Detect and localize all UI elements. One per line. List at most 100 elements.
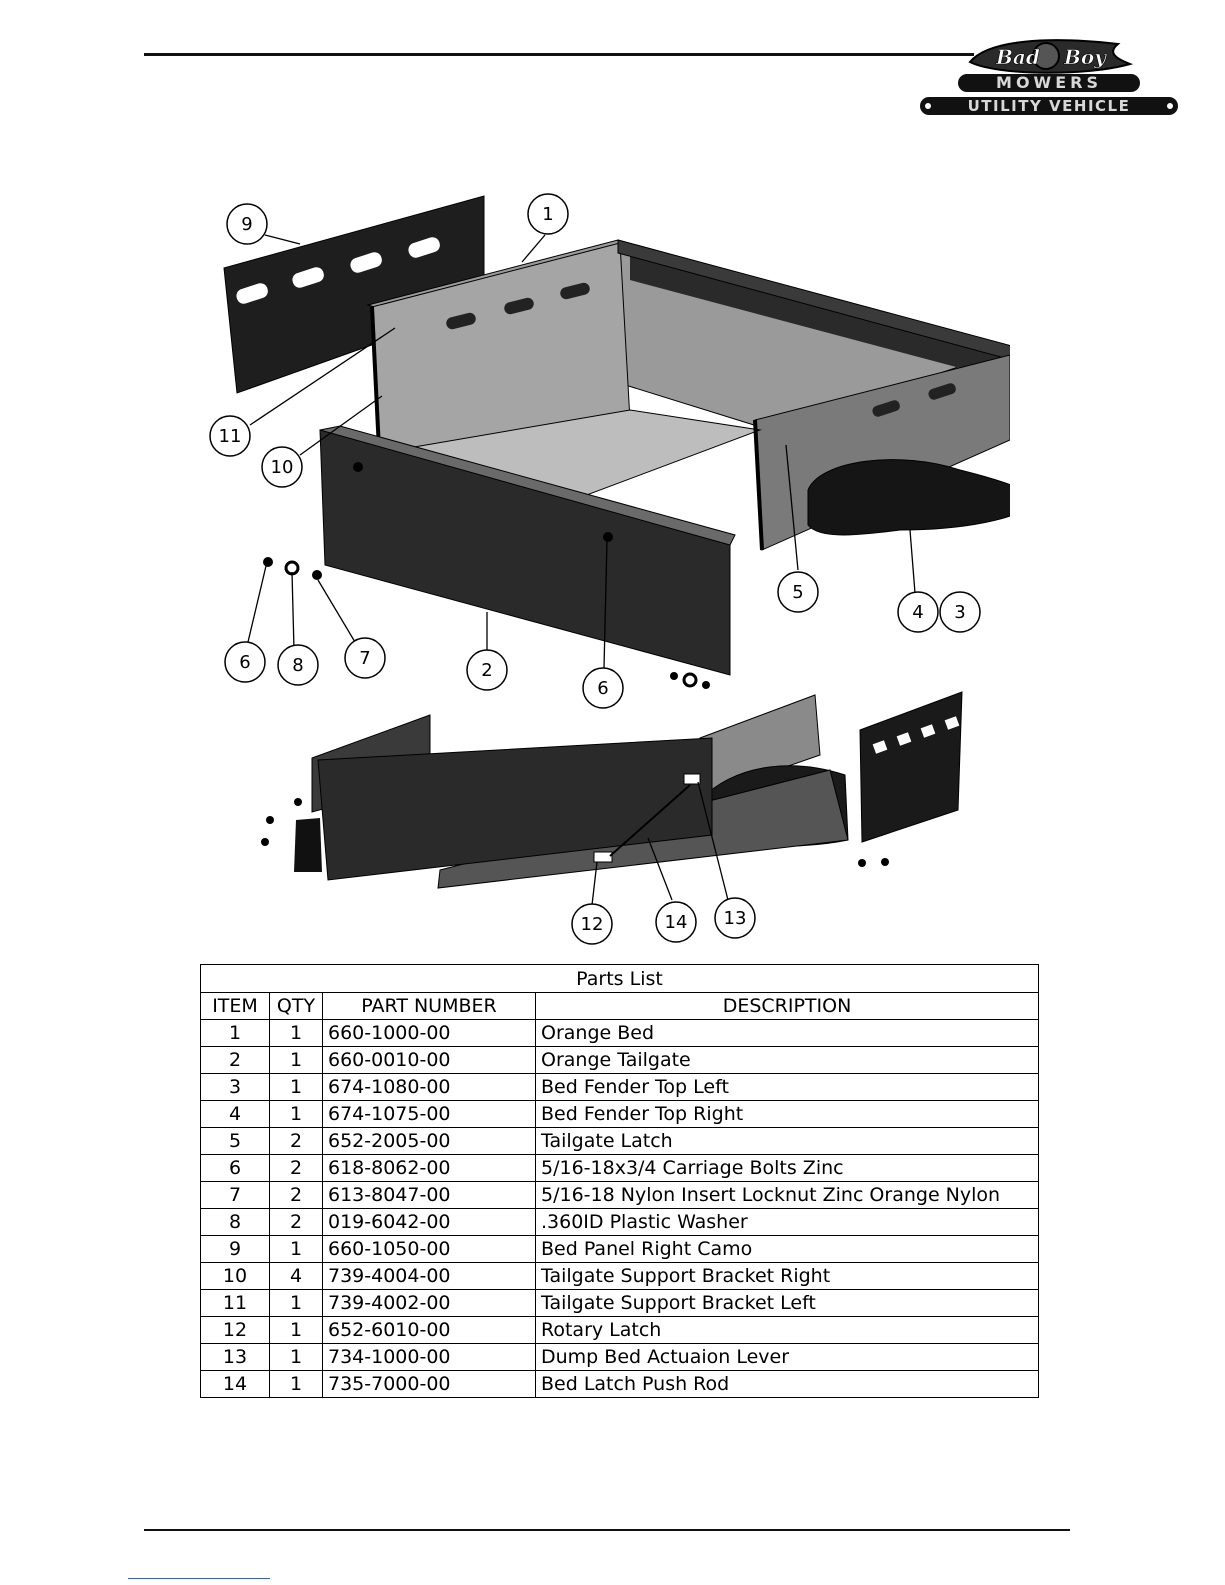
balloon-7: 7 <box>344 637 386 679</box>
item-cell: 2 <box>200 1046 270 1074</box>
balloon-2: 2 <box>466 649 508 691</box>
svg-text:6: 6 <box>239 652 250 673</box>
parts-list-title: Parts List <box>200 964 1039 993</box>
qty-cell: 1 <box>269 1343 323 1371</box>
svg-text:12: 12 <box>581 914 604 935</box>
balloon-14: 14 <box>655 901 697 943</box>
description-cell: Bed Panel Right Camo <box>535 1235 1039 1263</box>
description-cell: Rotary Latch <box>535 1316 1039 1344</box>
balloon-9: 9 <box>226 203 268 245</box>
part-number-cell: 660-1000-00 <box>322 1019 536 1047</box>
brand-logo: Bad Boy MOWERS UTILITY VEHICLE <box>920 39 1178 115</box>
svg-text:MOWERS: MOWERS <box>996 73 1102 92</box>
description-cell: Tailgate Support Bracket Right <box>535 1262 1039 1290</box>
item-cell: 10 <box>200 1262 270 1290</box>
svg-text:8: 8 <box>292 655 303 676</box>
balloon-10: 10 <box>261 446 303 488</box>
description-cell: .360ID Plastic Washer <box>535 1208 1039 1236</box>
item-cell: 4 <box>200 1100 270 1128</box>
balloon-5: 5 <box>777 571 819 613</box>
parts-list-header-row: ITEM QTY PART NUMBER DESCRIPTION <box>200 992 1039 1020</box>
item-cell: 13 <box>200 1343 270 1371</box>
svg-text:6: 6 <box>597 678 608 699</box>
part-number-cell: 660-1050-00 <box>322 1235 536 1263</box>
part-number-cell: 739-4002-00 <box>322 1289 536 1317</box>
qty-cell: 1 <box>269 1100 323 1128</box>
qty-cell: 1 <box>269 1370 323 1398</box>
description-cell: Dump Bed Actuaion Lever <box>535 1343 1039 1371</box>
parts-list-table: Parts List ITEM QTY PART NUMBER DESCRIPT… <box>200 964 1039 1398</box>
orange-tailgate-part <box>319 425 736 676</box>
part-number-cell: 618-8062-00 <box>322 1154 536 1182</box>
item-cell: 12 <box>200 1316 270 1344</box>
svg-text:11: 11 <box>219 426 242 447</box>
balloon-4: 4 <box>897 591 939 633</box>
svg-text:9: 9 <box>241 214 252 235</box>
item-cell: 1 <box>200 1019 270 1047</box>
item-cell: 7 <box>200 1181 270 1209</box>
svg-text:UTILITY VEHICLE: UTILITY VEHICLE <box>968 97 1131 115</box>
item-cell: 3 <box>200 1073 270 1101</box>
balloon-6-second: 6 <box>582 667 624 709</box>
svg-text:2: 2 <box>481 660 492 681</box>
leader-lines <box>247 234 916 906</box>
description-cell: Orange Tailgate <box>535 1046 1039 1074</box>
description-cell: Orange Bed <box>535 1019 1039 1047</box>
qty-cell: 2 <box>269 1127 323 1155</box>
exploded-assembly-diagram: .bl circle { fill: #fff; stroke: #000; s… <box>209 193 1010 945</box>
qty-cell: 1 <box>269 1073 323 1101</box>
svg-text:5: 5 <box>792 582 803 603</box>
bed-panel-part <box>223 195 485 394</box>
balloon-6: 6 <box>224 641 266 683</box>
item-cell: 8 <box>200 1208 270 1236</box>
svg-text:Bad: Bad <box>995 45 1040 69</box>
balloon-12: 12 <box>571 903 613 945</box>
qty-cell: 1 <box>269 1235 323 1263</box>
qty-cell: 2 <box>269 1208 323 1236</box>
part-number-cell: 674-1075-00 <box>322 1100 536 1128</box>
parts-list-caption-row: Parts List <box>200 964 1039 993</box>
description-cell: 5/16-18x3/4 Carriage Bolts Zinc <box>535 1154 1039 1182</box>
item-cell: 14 <box>200 1370 270 1398</box>
balloon-3: 3 <box>939 591 981 633</box>
description-cell: 5/16-18 Nylon Insert Locknut Zinc Orange… <box>535 1181 1039 1209</box>
header-rule <box>144 53 974 56</box>
qty-cell: 4 <box>269 1262 323 1290</box>
part-number-cell: 739-4004-00 <box>322 1262 536 1290</box>
footer-rule <box>144 1529 1070 1531</box>
column-header-item: ITEM <box>200 992 270 1020</box>
column-header-description: DESCRIPTION <box>535 992 1039 1020</box>
balloon-11: 11 <box>209 415 251 457</box>
hardware-parts <box>263 557 710 689</box>
svg-text:3: 3 <box>954 602 965 623</box>
svg-text:14: 14 <box>665 912 688 933</box>
qty-cell: 1 <box>269 1289 323 1317</box>
part-number-cell: 674-1080-00 <box>322 1073 536 1101</box>
part-number-cell: 735-7000-00 <box>322 1370 536 1398</box>
description-cell: Bed Latch Push Rod <box>535 1370 1039 1398</box>
qty-cell: 1 <box>269 1046 323 1074</box>
balloon-1: 1 <box>527 193 569 235</box>
qty-cell: 2 <box>269 1181 323 1209</box>
latch-detail-view <box>261 691 963 889</box>
qty-cell: 1 <box>269 1316 323 1344</box>
description-cell: Tailgate Latch <box>535 1127 1039 1155</box>
description-cell: Tailgate Support Bracket Left <box>535 1289 1039 1317</box>
fender-part <box>807 459 1010 536</box>
part-number-cell: 734-1000-00 <box>322 1343 536 1371</box>
part-number-cell: 660-0010-00 <box>322 1046 536 1074</box>
svg-text:10: 10 <box>271 457 294 478</box>
svg-text:7: 7 <box>359 648 370 669</box>
part-number-cell: 613-8047-00 <box>322 1181 536 1209</box>
qty-cell: 1 <box>269 1019 323 1047</box>
column-header-part-number: PART NUMBER <box>322 992 536 1020</box>
column-header-qty: QTY <box>269 992 323 1020</box>
part-number-cell: 652-2005-00 <box>322 1127 536 1155</box>
